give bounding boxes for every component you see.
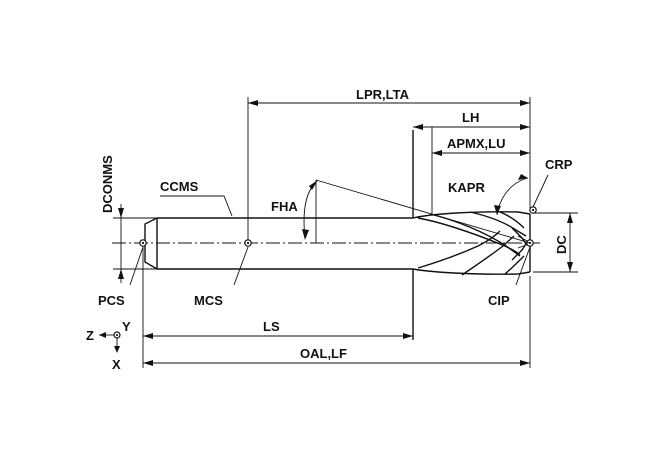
cip-leader (515, 246, 531, 286)
pcs-leader (129, 246, 144, 286)
ls-dimension (142, 247, 413, 368)
crp-leader (532, 174, 549, 208)
lpr-lta-label: LPR,LTA (356, 87, 410, 102)
lpr-dimension (247, 97, 531, 240)
oal-lf-label: OAL,LF (300, 346, 347, 361)
kapr-label: KAPR (448, 180, 485, 195)
dconms-label: DCONMS (100, 155, 115, 213)
mcs-leader (233, 246, 249, 286)
cip-label: CIP (488, 293, 510, 308)
axis-x-label: X (112, 357, 121, 372)
kapr-angle (494, 174, 529, 216)
ccms-label: CCMS (160, 179, 199, 194)
mcs-label: MCS (194, 293, 223, 308)
flutes (417, 211, 530, 276)
axis-triad (99, 331, 121, 353)
axis-z-label: Z (86, 328, 94, 343)
apmx-dimension (431, 127, 530, 215)
fha-angle (302, 179, 531, 244)
lh-dimension (413, 124, 530, 130)
tool-outline (144, 130, 531, 340)
pcs-label: PCS (98, 293, 125, 308)
lh-label: LH (462, 110, 479, 125)
oal-dimension (143, 276, 531, 368)
dc-dimension (533, 212, 578, 273)
ls-label: LS (263, 319, 280, 334)
dc-label: DC (554, 235, 569, 254)
crp-label: CRP (545, 157, 573, 172)
axis-y-label: Y (122, 319, 131, 334)
apmx-lu-label: APMX,LU (447, 136, 506, 151)
fha-label: FHA (271, 199, 298, 214)
ccms-leader (160, 195, 233, 217)
